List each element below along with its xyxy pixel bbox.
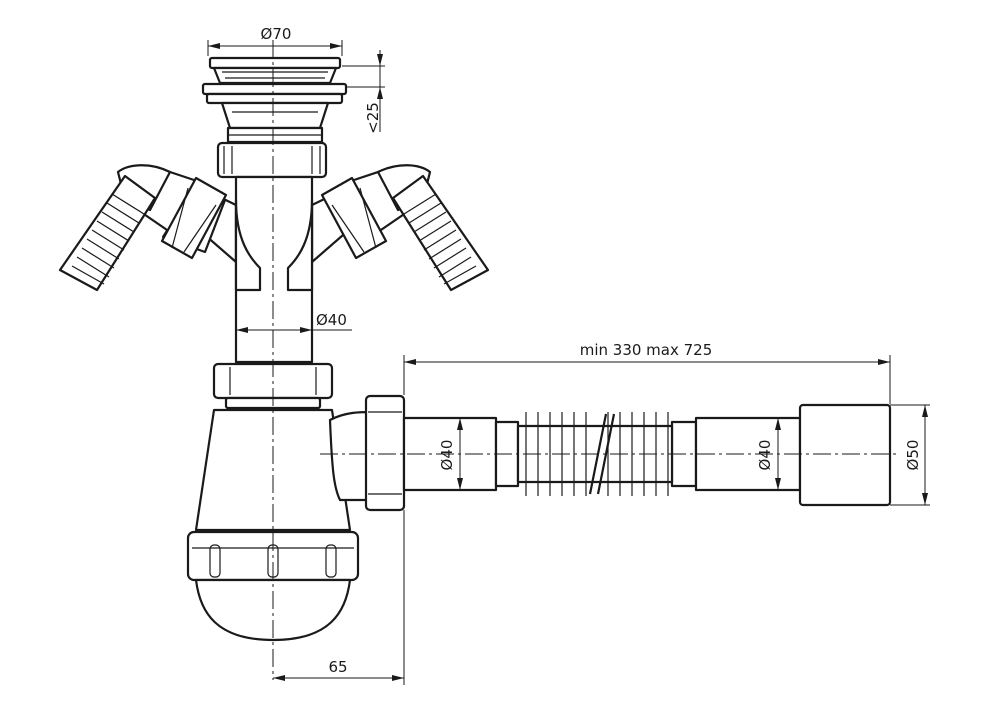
dimension-top-diameter: Ø70: [207, 25, 343, 56]
dimension-end-diameter: Ø50: [890, 404, 930, 506]
offset-label: 65: [328, 658, 347, 676]
center-lines: [272, 40, 900, 680]
left-inlet-nut: [160, 176, 228, 260]
hose-length-label: min 330 max 725: [580, 341, 713, 359]
strainer-flange: [201, 82, 348, 105]
strainer-grate: [208, 56, 342, 85]
dimension-outlet-diameter: Ø40: [438, 418, 463, 490]
dimension-tube-diameter: Ø40: [236, 311, 352, 333]
side-outlet-elbow: [328, 410, 374, 502]
strainer-body: [220, 101, 330, 144]
outlet-diameter-label: Ø40: [438, 440, 456, 471]
upper-union-nut: [216, 141, 328, 179]
hose-end-connector: [798, 403, 892, 507]
corrugated-diameter-label: Ø40: [756, 440, 774, 471]
dimension-max-drop: <25: [342, 50, 385, 134]
right-inlet-nut: [320, 176, 388, 260]
dimension-hose-length: min 330 max 725: [403, 341, 891, 404]
vertical-drain-tube: [234, 175, 314, 364]
top-diameter-label: Ø70: [261, 25, 292, 43]
right-inlet-branch: [310, 164, 490, 292]
end-diameter-label: Ø50: [904, 440, 922, 471]
dimension-offset: 65: [273, 510, 405, 685]
max-drop-label: <25: [364, 102, 382, 134]
dimension-corrugated-diameter: Ø40: [756, 418, 781, 490]
outlet-union-nut: [364, 394, 406, 512]
tube-diameter-label: Ø40: [316, 311, 347, 329]
